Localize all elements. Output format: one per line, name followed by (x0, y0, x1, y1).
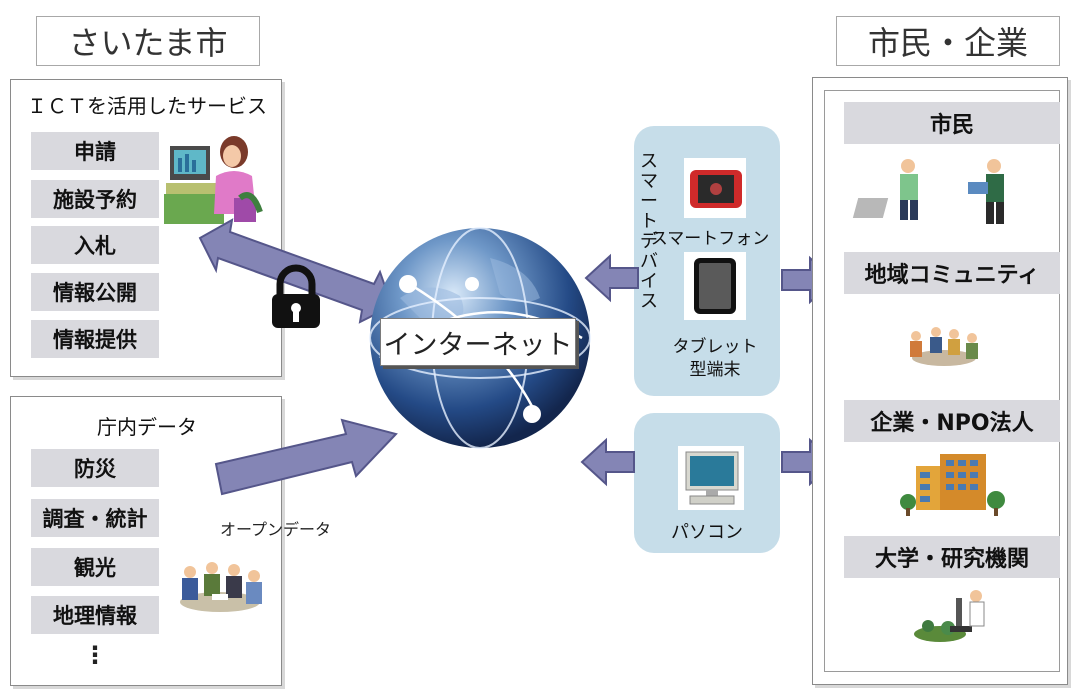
internal-data-panel: 庁内データ 防災 調査・統計 観光 地理情報 ⋮ (10, 396, 282, 686)
data-item-geographic-info: 地理情報 (31, 596, 159, 634)
ict-services-title: ＩＣＴを活用したサービス (27, 94, 267, 118)
meeting-people-illustration (180, 562, 262, 612)
service-item-facility-booking: 施設予約 (31, 180, 159, 218)
service-item-bidding: 入札 (31, 226, 159, 264)
community-meeting-illustration (910, 327, 978, 366)
category-companies-npo: 企業・NPO法人 (844, 400, 1060, 442)
tablet-label-line2: 型端末 (689, 360, 741, 380)
pc-label: パソコン (671, 522, 743, 543)
category-citizens: 市民 (844, 102, 1060, 144)
open-data-arrow (214, 418, 398, 496)
service-item-application: 申請 (31, 132, 159, 170)
internet-label-box: インターネット (380, 318, 576, 366)
research-microscope-illustration (914, 590, 985, 642)
tablet-label-line1: タブレット (672, 337, 758, 357)
smartphone-label: スマートフォン (650, 229, 770, 249)
pc-icon (685, 451, 739, 505)
citizens-illustration (852, 159, 1004, 224)
service-item-information-provision: 情報提供 (31, 320, 159, 358)
office-building-illustration (900, 454, 1005, 516)
lock-icon (272, 264, 320, 328)
tablet-icon (694, 258, 736, 314)
service-item-information-disclosure: 情報公開 (31, 273, 159, 311)
data-item-survey-statistics: 調査・統計 (31, 499, 159, 537)
pc-to-internet-arrow (580, 437, 635, 487)
data-item-disaster-prevention: 防災 (31, 449, 159, 487)
saitama-city-header: さいたま市 (36, 16, 260, 66)
smart-device-vertical-label: スマートデバイス (640, 151, 658, 312)
more-items-ellipsis: ⋮ (83, 641, 107, 669)
woman-at-computer-illustration (164, 136, 263, 224)
category-community: 地域コミュニティ (844, 252, 1060, 294)
citizens-companies-header: 市民・企業 (836, 16, 1060, 66)
ict-services-panel: ＩＣＴを活用したサービス 申請 施設予約 入札 情報公開 情報提供 (10, 79, 282, 377)
open-data-label: オープンデータ (220, 520, 332, 539)
category-universities-research: 大学・研究機関 (844, 536, 1060, 578)
smartphone-icon (690, 170, 742, 208)
smart-device-to-internet-arrow (584, 253, 639, 303)
internal-data-title: 庁内データ (97, 415, 197, 439)
data-item-tourism: 観光 (31, 548, 159, 586)
